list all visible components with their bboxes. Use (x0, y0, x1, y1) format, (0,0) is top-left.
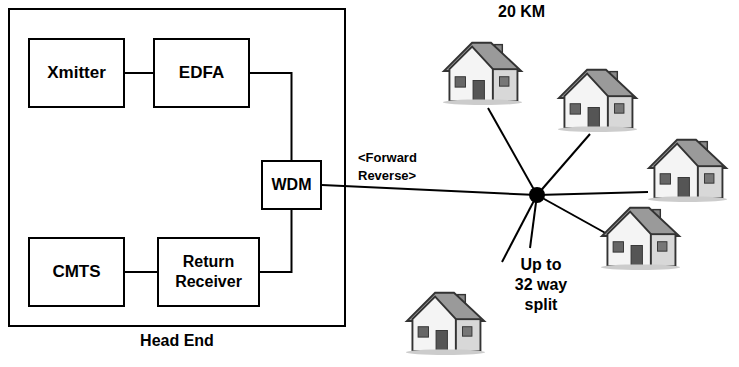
signal-line (125, 271, 157, 273)
transmitter-box: Xmitter (28, 38, 125, 108)
annotation: Up to 32 way split (512, 255, 570, 315)
box-heading-text: Head End (140, 332, 214, 349)
house-icon (406, 293, 485, 355)
drop-line (488, 108, 537, 195)
wdm-box: WDM (261, 160, 322, 210)
fiber-trunk (322, 185, 537, 195)
house-icon (648, 140, 727, 202)
box-label: EDFA (179, 63, 224, 83)
drop-line (537, 134, 590, 195)
annotation-text: <Forward Reverse> (358, 150, 417, 183)
box-heading: Head End (10, 331, 344, 351)
box-label: CMTS (52, 262, 100, 282)
box-label: Xmitter (47, 63, 106, 83)
signal-line (260, 210, 292, 272)
drop-line (502, 195, 537, 262)
drop-line (537, 192, 648, 195)
cmts-box: CMTS (28, 237, 125, 307)
signal-line (125, 72, 153, 74)
house-icon (443, 43, 522, 105)
annotation-text: 20 KM (498, 3, 545, 20)
annotation-text: Up to 32 way split (515, 256, 567, 313)
house-icon (558, 70, 637, 132)
amplifier-box: EDFA (153, 38, 250, 108)
box-label: Return Receiver (159, 252, 258, 292)
box-label: WDM (272, 175, 312, 195)
signal-line (250, 73, 292, 160)
head-end-box: Head EndXmitterEDFAWDMCMTSReturn Receive… (8, 8, 346, 327)
receiver-box: Return Receiver (157, 237, 260, 307)
splitter-dot (529, 187, 545, 203)
annotation: <Forward Reverse> (358, 148, 424, 184)
house-icon (601, 208, 680, 270)
annotation: 20 KM (498, 2, 588, 22)
